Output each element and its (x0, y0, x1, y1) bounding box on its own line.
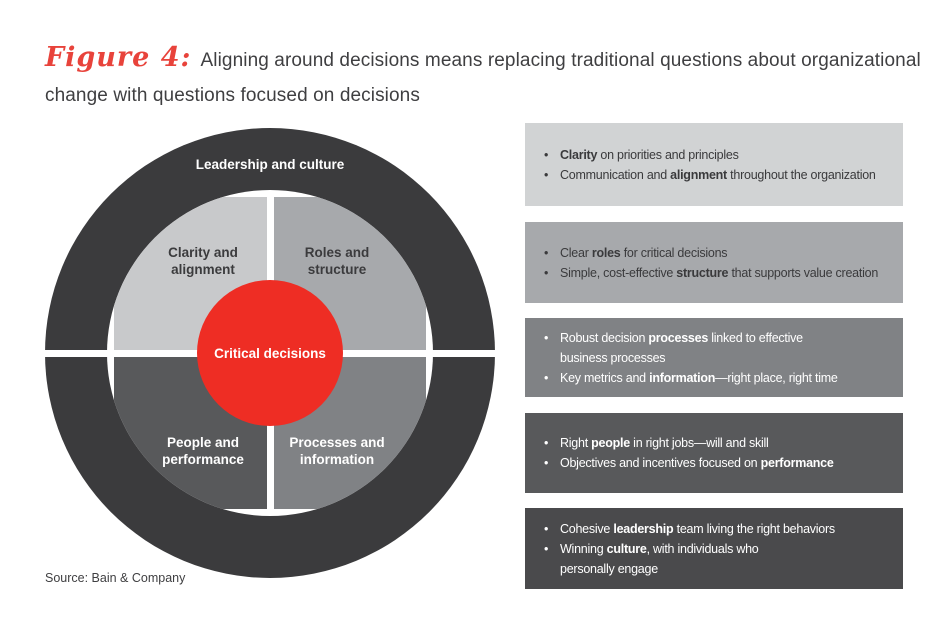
bullet-item: Key metrics and information—right place,… (543, 368, 899, 388)
bullet-item: Robust decision processes linked to effe… (543, 328, 899, 368)
quadrant-label-roles-structure: Roles and structure (304, 245, 370, 277)
critical-decisions-circle: Critical decisions (197, 280, 343, 426)
bullet-list: Right people in right jobs—will and skil… (543, 433, 899, 473)
bullet-list: Clarity on priorities and principlesComm… (543, 145, 899, 185)
quadrant-circle (107, 190, 433, 516)
takeaway-box-people-performance: Right people in right jobs—will and skil… (525, 413, 903, 493)
takeaway-box-clarity-alignment: Clarity on priorities and principlesComm… (525, 123, 903, 206)
bullet-item: Right people in right jobs—will and skil… (543, 433, 899, 453)
bullet-list: Robust decision processes linked to effe… (543, 328, 899, 388)
takeaway-box-processes-information: Robust decision processes linked to effe… (525, 318, 903, 397)
outer-ring-label: Leadership and culture (195, 157, 345, 172)
quadrant-label-processes-information: Processes and information (289, 435, 385, 467)
source-note: Source: Bain & Company (45, 571, 186, 585)
bullet-item: Clear roles for critical decisions (543, 243, 899, 263)
takeaway-box-roles-structure: Clear roles for critical decisionsSimple… (525, 222, 903, 303)
quadrant-label-clarity-alignment: Clarity and alignment (168, 245, 238, 277)
decision-diagram: Leadership and culture Clarity and align… (43, 128, 497, 578)
figure-title-text: Aligning around decisions means replacin… (45, 50, 921, 106)
center-circle-label: Critical decisions (214, 345, 326, 361)
bullet-item: Simple, cost-effective structure that su… (543, 263, 899, 283)
bullet-list: Cohesive leadership team living the righ… (543, 519, 899, 579)
takeaway-box-leadership-culture: Cohesive leadership team living the righ… (525, 508, 903, 589)
bullet-item: Communication and alignment throughout t… (543, 165, 899, 185)
bullet-item: Winning culture, with individuals who pe… (543, 539, 899, 579)
takeaway-boxes: Clarity on priorities and principlesComm… (525, 123, 903, 590)
quadrant-label-people-performance: People and performance (162, 435, 244, 467)
bullet-item: Cohesive leadership team living the righ… (543, 519, 899, 539)
bullet-item: Clarity on priorities and principles (543, 145, 899, 165)
figure-number-label: Figure 4: (45, 42, 192, 73)
bullet-list: Clear roles for critical decisionsSimple… (543, 243, 899, 283)
bullet-item: Objectives and incentives focused on per… (543, 453, 899, 473)
figure-title: Figure 4:Aligning around decisions means… (45, 40, 937, 113)
